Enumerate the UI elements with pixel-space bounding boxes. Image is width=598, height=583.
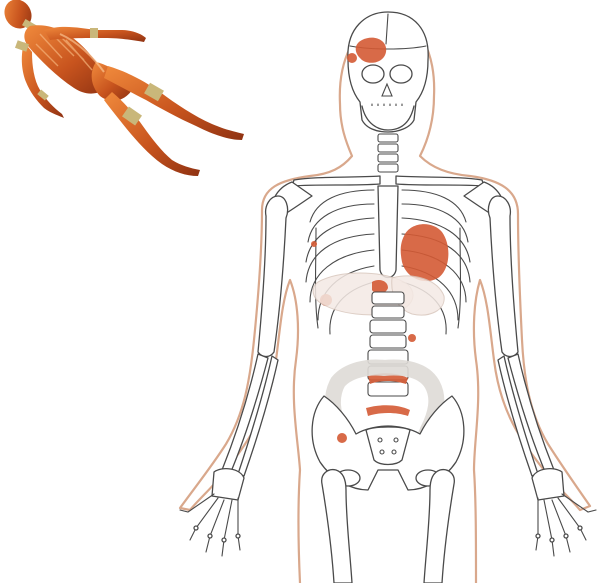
thoracic-lesion-large	[401, 224, 449, 281]
left-hand	[180, 469, 244, 556]
mannequin-elbow-joint	[90, 28, 98, 38]
sternum	[378, 186, 398, 278]
right-hand	[532, 469, 596, 556]
pelvic-lesion	[337, 433, 347, 443]
lumbar-lesion-lower	[366, 405, 410, 416]
anatomical-mannequin-figure	[0, 0, 244, 176]
rib-lesion-small	[311, 241, 317, 247]
rib-lesion-right	[408, 334, 416, 342]
right-eye-socket	[390, 65, 412, 83]
skull-lesion-small	[347, 53, 357, 63]
cervical-spine	[378, 134, 398, 172]
mannequin-lower-leg	[104, 92, 200, 176]
human-skeleton-diagram	[180, 12, 596, 583]
left-eye-socket	[362, 65, 384, 83]
right-humerus	[488, 196, 518, 357]
mannequin-upper-leg	[104, 66, 244, 140]
right-clavicle	[396, 176, 484, 186]
